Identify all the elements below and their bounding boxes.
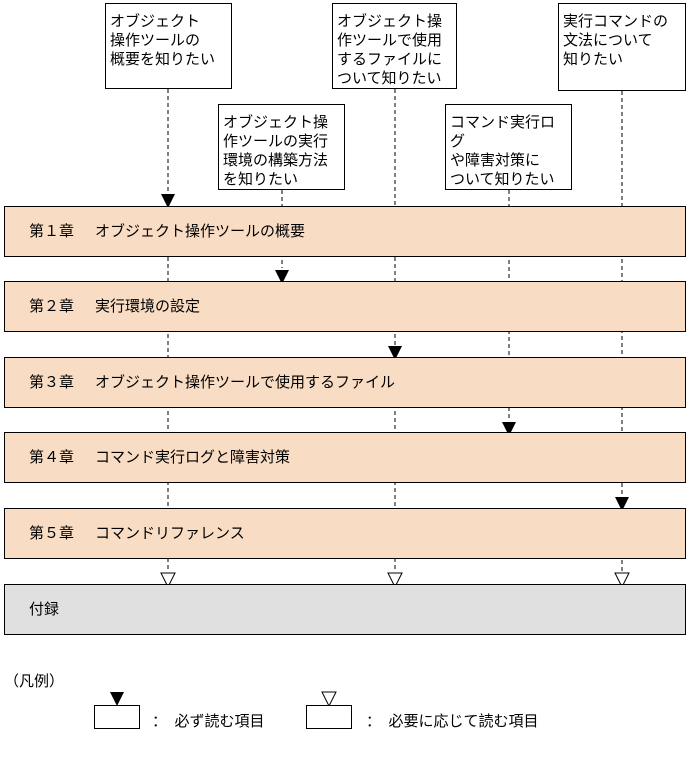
legend-optional-text: ： 必要に応じて読む項目	[366, 712, 539, 730]
chapter-title: 実行環境の設定	[95, 297, 201, 315]
legend-required-text: ： 必ず読む項目	[152, 712, 265, 730]
arrow-optional-appendix-3	[614, 572, 630, 589]
arrow-required-ch5	[615, 497, 629, 511]
question-box-overview: オブジェクト 操作ツールの 概要を知りたい	[105, 3, 232, 89]
chapter-3-bar: 第３章 オブジェクト操作ツールで使用するファイル	[4, 357, 686, 408]
legend-title: （凡例）	[4, 672, 65, 690]
legend-required-box	[94, 705, 140, 729]
arrow-required-ch2	[275, 270, 289, 284]
appendix-bar: 付録	[4, 584, 686, 635]
question-box-logs: コマンド実行ログ や障害対策に ついて知りたい	[445, 104, 572, 190]
chapter-1-bar: 第１章 オブジェクト操作ツールの概要	[4, 206, 686, 257]
chapter-number: 第２章	[29, 297, 75, 315]
legend-optional-box	[306, 705, 352, 729]
arrow-optional-appendix-2	[387, 572, 403, 589]
chapter-title: オブジェクト操作ツールの概要	[95, 222, 306, 240]
question-box-commands: 実行コマンドの 文法について 知りたい	[558, 3, 686, 91]
arrow-required-ch1	[161, 194, 175, 208]
arrow-required-ch4	[502, 422, 516, 436]
arrow-required-ch3	[388, 346, 402, 360]
question-box-environment: オブジェクト操 作ツールの実行 環境の構築方法 を知りたい	[218, 104, 345, 190]
chapter-number: 第５章	[29, 524, 75, 542]
chapter-number: 第１章	[29, 222, 75, 240]
question-box-files: オブジェクト操 作ツールで使用 するファイルに ついて知りたい	[332, 3, 457, 89]
legend-arrow-required	[110, 692, 124, 706]
appendix-title: 付録	[29, 600, 60, 618]
chapter-5-bar: 第５章 コマンドリファレンス	[4, 508, 686, 559]
arrow-optional-appendix-1	[160, 572, 176, 589]
chapter-title: コマンドリファレンス	[95, 524, 245, 542]
chapter-title: オブジェクト操作ツールで使用するファイル	[95, 373, 396, 391]
chapter-title: コマンド実行ログと障害対策	[95, 448, 291, 466]
chapter-number: 第３章	[29, 373, 75, 391]
chapter-4-bar: 第４章 コマンド実行ログと障害対策	[4, 432, 686, 483]
legend-arrow-optional	[321, 691, 337, 708]
chapter-2-bar: 第２章 実行環境の設定	[4, 281, 686, 332]
chapter-number: 第４章	[29, 448, 75, 466]
